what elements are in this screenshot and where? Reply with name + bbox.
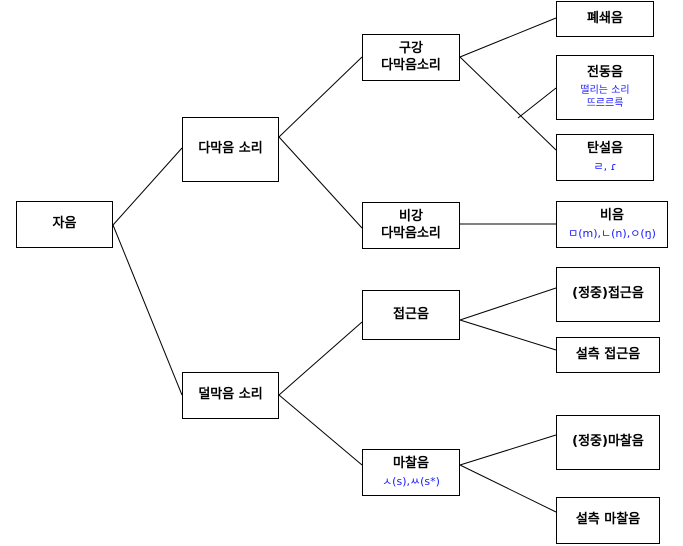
- node-stop-label: 폐쇄음: [587, 10, 623, 26]
- edge-root-diaphragm: [112, 147, 183, 226]
- node-lateral-approximant-label: 설측 접근음: [575, 346, 641, 362]
- edge-semi-fricative: [278, 394, 363, 466]
- node-diaphragm-label: 다막음 소리: [198, 141, 263, 157]
- edge-diaphragm-nasal: [278, 136, 363, 229]
- edge-fricative-lateral: [459, 464, 557, 513]
- node-fricative-sub: ㅅ(s),ㅆ(s*): [382, 475, 440, 489]
- node-oral-line1: 구강: [399, 41, 423, 57]
- node-trill: 전동음 떨리는 소리 뜨르르륵: [556, 55, 654, 120]
- edge-trill-tap: [517, 87, 557, 119]
- edge-root-semi: [112, 224, 183, 396]
- node-nasal-sound: 비음 ㅁ(m),ㄴ(n),ㅇ(ŋ): [556, 201, 668, 248]
- node-tap: 탄설음 ㄹ, ɾ: [556, 134, 654, 181]
- node-fricative-label: 마찰음: [393, 456, 429, 471]
- node-oral-line2: 다막음소리: [381, 57, 441, 73]
- node-trill-sub2: 뜨르르륵: [586, 97, 624, 109]
- edge-diaphragm-oral: [278, 56, 363, 138]
- node-central-approximant: (정중)접근음: [556, 267, 660, 322]
- node-oral: 구강 다막음소리: [362, 34, 460, 81]
- edge-semi-approximant: [278, 321, 363, 396]
- node-semi-label: 덜막음 소리: [198, 387, 263, 403]
- node-tap-sub: ㄹ, ɾ: [593, 160, 617, 174]
- node-approximant: 접근음: [362, 290, 460, 340]
- node-nasal-line1: 비강: [399, 209, 423, 225]
- node-trill-label: 전동음: [587, 64, 623, 80]
- node-root: 자음: [16, 201, 113, 248]
- node-lateral-fricative-label: 설측 마찰음: [575, 512, 641, 528]
- node-trill-sub1: 떨리는 소리: [580, 85, 630, 97]
- node-nasal-sound-label: 비음: [600, 208, 624, 223]
- edge-fricative-central: [459, 434, 557, 466]
- node-lateral-approximant: 설측 접근음: [556, 337, 660, 373]
- node-central-fricative: (정중)마찰음: [556, 415, 660, 470]
- node-lateral-fricative: 설측 마찰음: [556, 497, 660, 544]
- edge-approximant-central: [459, 287, 557, 321]
- node-nasal-sound-sub: ㅁ(m),ㄴ(n),ㅇ(ŋ): [568, 227, 656, 241]
- node-fricative: 마찰음 ㅅ(s),ㅆ(s*): [362, 449, 460, 496]
- node-nasal-line2: 다막음소리: [381, 225, 441, 241]
- node-diaphragm: 다막음 소리: [182, 117, 279, 182]
- node-stop: 폐쇄음: [556, 1, 654, 37]
- node-nasal: 비강 다막음소리: [362, 202, 460, 249]
- node-semi: 덜막음 소리: [182, 372, 279, 419]
- node-root-label: 자음: [52, 216, 77, 232]
- edge-oral-tap: [459, 56, 557, 151]
- edge-approximant-lateral: [459, 319, 557, 351]
- node-central-fricative-label: (정중)마찰음: [572, 434, 644, 450]
- node-central-approximant-label: (정중)접근음: [572, 286, 644, 302]
- node-approximant-label: 접근음: [393, 306, 429, 322]
- edge-oral-stop: [459, 17, 557, 58]
- node-tap-label: 탄설음: [587, 141, 623, 156]
